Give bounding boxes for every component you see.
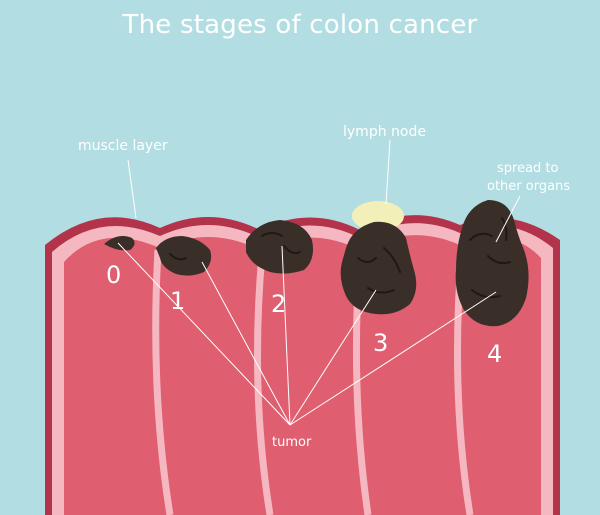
stage-number-1: 1 bbox=[170, 287, 185, 315]
stage-number-2: 2 bbox=[271, 290, 286, 318]
tumor-stage-3 bbox=[340, 221, 417, 315]
label-spread-line2: other organs bbox=[487, 179, 570, 194]
tumor-stage-4 bbox=[455, 200, 529, 327]
tumor-stage-0 bbox=[104, 236, 135, 251]
tumor-stage-1 bbox=[156, 236, 212, 276]
muscle-layer-pointer bbox=[127, 159, 137, 219]
colon-fold-1 bbox=[152, 249, 174, 515]
lymph-node bbox=[352, 201, 404, 231]
colon-inner-tissue bbox=[64, 235, 541, 515]
tumor-stage-2 bbox=[246, 220, 313, 274]
label-muscle-layer: muscle layer bbox=[78, 138, 168, 154]
stage-number-4: 4 bbox=[487, 340, 502, 368]
spread-pointer bbox=[495, 195, 521, 243]
tumor-pointer-lines bbox=[117, 242, 497, 426]
diagram-title: The stages of colon cancer bbox=[122, 10, 478, 40]
stage-number-3: 3 bbox=[373, 329, 388, 357]
label-tumor: tumor bbox=[272, 435, 312, 450]
label-lymph-node: lymph node bbox=[343, 124, 426, 140]
lymph-node-pointer bbox=[385, 139, 391, 205]
label-spread-line1: spread to bbox=[497, 161, 559, 176]
colon-fold-2 bbox=[254, 253, 274, 515]
stage-number-0: 0 bbox=[106, 261, 121, 289]
tumor-texture bbox=[169, 217, 511, 299]
